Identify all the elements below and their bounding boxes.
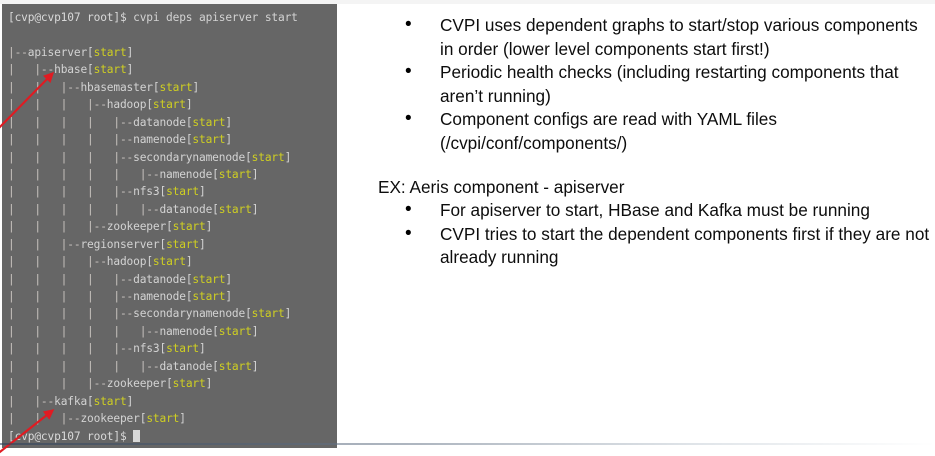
terminal-tree-line: | | | | |--nfs3[start]: [8, 185, 206, 199]
terminal-blank-line: [8, 26, 337, 43]
terminal-tree-line: | | | | |--secondarynamenode[start]: [8, 150, 292, 164]
terminal-tree-line: |--apiserver[start]: [8, 45, 134, 59]
slide-top-strip: [0, 0, 935, 4]
terminal-tree-line: | | | | |--secondarynamenode[start]: [8, 307, 292, 321]
terminal-tree-line: | | | | |--namenode[start]: [8, 133, 232, 147]
list-item: Periodic health checks (including restar…: [378, 60, 935, 108]
terminal-window[interactable]: [cvp@cvp107 root]$ cvpi deps apiserver s…: [2, 4, 337, 448]
terminal-tree-line: | |--hbase[start]: [8, 63, 134, 77]
terminal-tree-line: | | | | |--namenode[start]: [8, 290, 232, 303]
terminal-tree-line: | | | | |--datanode[start]: [8, 115, 232, 129]
footer-highlight: [0, 443, 935, 445]
terminal-tree-line: | | | |--zookeeper[start]: [8, 220, 213, 234]
slide-content-pane: CVPI uses dependent graphs to start/stop…: [378, 0, 935, 444]
terminal-tree-line: | | | | | |--namenode[start]: [8, 324, 259, 338]
terminal-tree-line: | | | | | |--namenode[start]: [8, 167, 259, 181]
example-heading: EX: Aeris component - apiserver: [378, 177, 625, 197]
terminal-tree-line: | | | |--hadoop[start]: [8, 255, 193, 269]
terminal-tree-line: | | | |--hadoop[start]: [8, 98, 193, 112]
list-item: Component configs are read with YAML fil…: [378, 107, 935, 155]
terminal-output: [cvp@cvp107 root]$ cvpi deps apiserver s…: [8, 9, 337, 445]
terminal-tree-line: | | |--hbasemaster[start]: [8, 80, 200, 94]
terminal-tree-line: | | | | | |--datanode[start]: [8, 202, 259, 216]
terminal-tree-line: | | | | |--datanode[start]: [8, 272, 232, 286]
terminal-tree-line: | |--kafka[start]: [8, 394, 134, 408]
terminal-tree-line: | | | |--zookeeper[start]: [8, 377, 213, 391]
terminal-cursor: [133, 429, 141, 442]
bullet-list-example: For apiserver to start, HBase and Kafka …: [378, 198, 935, 270]
terminal-tree-line: | | | | | |--datanode[start]: [8, 359, 259, 373]
terminal-tree-line: | | |--zookeeper[start]: [8, 412, 186, 426]
bullet-list-overview: CVPI uses dependent graphs to start/stop…: [378, 13, 935, 156]
terminal-command-line: [cvp@cvp107 root]$ cvpi deps apiserver s…: [8, 11, 298, 24]
list-item: CVPI tries to start the dependent compon…: [378, 222, 935, 270]
list-item: CVPI uses dependent graphs to start/stop…: [378, 13, 935, 61]
terminal-tree-line: | | |--regionserver[start]: [8, 237, 206, 251]
terminal-tree-line: | | | | |--nfs3[start]: [8, 342, 206, 356]
list-item: For apiserver to start, HBase and Kafka …: [378, 198, 935, 223]
slide-footer-bar: [0, 445, 935, 456]
